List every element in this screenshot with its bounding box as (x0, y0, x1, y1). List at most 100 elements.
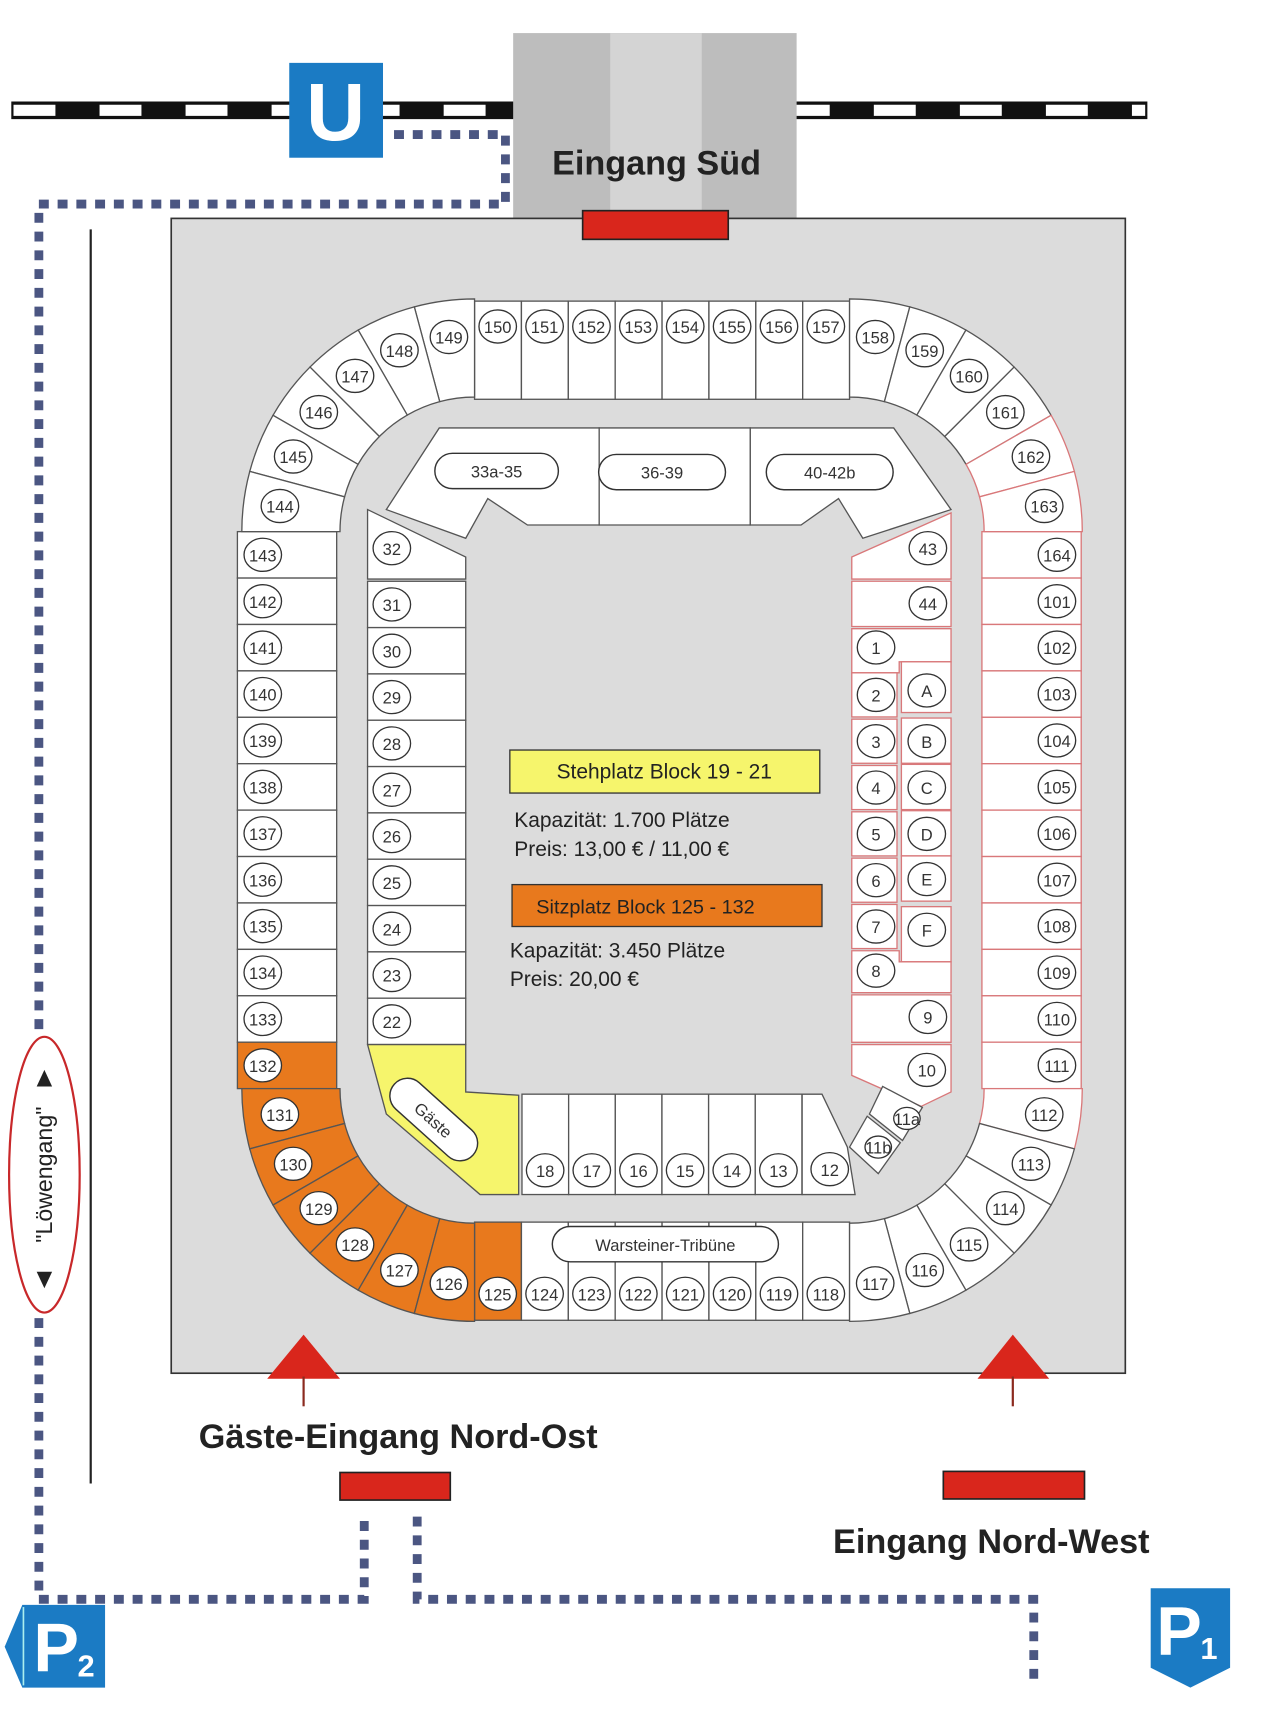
seat-block-15[interactable]: 15 (661, 1093, 710, 1196)
seat-block-157[interactable]: 157 (802, 300, 851, 400)
seat-block-154[interactable]: 154 (661, 300, 710, 400)
seat-block-29[interactable]: 29 (366, 673, 467, 721)
seat-block-24[interactable]: 24 (366, 904, 467, 953)
seat-block-148[interactable]: 148 (357, 306, 441, 417)
seat-block-43[interactable]: 43 (851, 511, 952, 580)
seat-block-22[interactable]: 22 (366, 997, 467, 1046)
guest-block[interactable]: Gäste (366, 1043, 520, 1196)
seat-block-16[interactable]: 16 (614, 1093, 663, 1196)
seat-block-159[interactable]: 159 (883, 306, 967, 417)
seat-block-144[interactable]: 144 (241, 470, 346, 533)
seat-block-3[interactable]: 3 (851, 718, 898, 764)
seat-block-4[interactable]: 4 (851, 764, 898, 811)
seat-block-30[interactable]: 30 (366, 626, 467, 675)
seat-block-130[interactable]: 130 (248, 1122, 359, 1206)
seat-block-110[interactable]: 110 (981, 995, 1082, 1043)
seat-block-145[interactable]: 145 (248, 414, 359, 498)
seat-block-9[interactable]: 9 (851, 994, 952, 1043)
seat-block-158[interactable]: 158 (848, 298, 911, 403)
seat-block-139[interactable]: 139 (236, 716, 338, 765)
seat-block-132[interactable]: 132 (236, 1041, 338, 1090)
block-label-circle (856, 953, 896, 988)
block-label-circle (856, 770, 896, 805)
seat-block-13[interactable]: 13 (754, 1093, 803, 1196)
seat-block-104[interactable]: 104 (981, 716, 1082, 765)
seat-block-12[interactable]: 12 (801, 1093, 856, 1196)
seat-block-109[interactable]: 109 (981, 948, 1082, 997)
seat-block-140[interactable]: 140 (236, 670, 338, 718)
seat-block-23[interactable]: 23 (366, 951, 467, 999)
seat-block-26[interactable]: 26 (366, 812, 467, 860)
seat-block-25[interactable]: 25 (366, 858, 467, 907)
seat-block-105[interactable]: 105 (981, 763, 1082, 811)
seat-block-C[interactable]: C (900, 763, 952, 811)
seat-block-28[interactable]: 28 (366, 719, 467, 768)
block-number: 144 (266, 498, 294, 517)
seat-block-107[interactable]: 107 (981, 855, 1082, 904)
seat-block-40-42b[interactable]: 40-42b (749, 427, 953, 540)
seat-block-7[interactable]: 7 (851, 903, 898, 950)
seat-block-F[interactable]: F (900, 905, 952, 963)
seat-block-151[interactable]: 151 (520, 300, 569, 400)
seat-block-164[interactable]: 164 (981, 530, 1082, 579)
seat-block-134[interactable]: 134 (236, 948, 338, 997)
seat-block-27[interactable]: 27 (366, 765, 467, 814)
seat-block-10[interactable]: 10 (851, 1043, 952, 1108)
seat-block-128[interactable]: 128 (309, 1182, 409, 1292)
seat-block-17[interactable]: 17 (567, 1093, 616, 1196)
seat-block-155[interactable]: 155 (708, 300, 757, 400)
seat-block-146[interactable]: 146 (272, 366, 381, 466)
seat-block-6[interactable]: 6 (851, 857, 898, 903)
seat-block-106[interactable]: 106 (981, 809, 1082, 858)
block-number: 152 (578, 318, 606, 337)
seat-block-142[interactable]: 142 (236, 577, 338, 626)
seat-block-2[interactable]: 2 (851, 672, 898, 718)
seat-block-32[interactable]: 32 (366, 508, 467, 580)
seat-block-11a[interactable]: 11a (868, 1085, 924, 1142)
seat-block-136[interactable]: 136 (236, 855, 338, 904)
seat-block-33a-35[interactable]: 33a-35 (385, 427, 600, 540)
seat-block-E[interactable]: E (900, 855, 952, 902)
seat-block-101[interactable]: 101 (981, 577, 1082, 626)
seat-block-141[interactable]: 141 (236, 623, 338, 672)
block-number: 10 (918, 1062, 936, 1081)
block-number: 132 (249, 1057, 277, 1076)
seat-block-124[interactable]: 124 (520, 1221, 569, 1321)
block-label-circle (1037, 908, 1077, 944)
seat-block-8[interactable]: 8 (851, 950, 952, 994)
seat-block-D[interactable]: D (900, 810, 952, 857)
seat-block-135[interactable]: 135 (236, 902, 338, 951)
block-label-circle (243, 908, 283, 944)
seat-block-B[interactable]: B (900, 717, 952, 764)
seat-block-153[interactable]: 153 (614, 300, 663, 400)
block-label-circle (260, 1097, 300, 1132)
seat-block-127[interactable]: 127 (357, 1204, 441, 1315)
seat-block-108[interactable]: 108 (981, 902, 1082, 951)
seat-block-118[interactable]: 118 (802, 1221, 851, 1321)
seat-block-14[interactable]: 14 (707, 1093, 756, 1196)
seat-block-116[interactable]: 116 (883, 1204, 967, 1315)
seat-block-5[interactable]: 5 (851, 811, 898, 857)
seat-block-137[interactable]: 137 (236, 809, 338, 858)
seat-block-152[interactable]: 152 (567, 300, 616, 400)
seat-block-163[interactable]: 163 (978, 470, 1083, 533)
seat-block-143[interactable]: 143 (236, 530, 338, 579)
seat-block-102[interactable]: 102 (981, 623, 1082, 672)
block-number: 117 (862, 1275, 888, 1294)
seat-block-11b[interactable]: 11b (848, 1115, 902, 1175)
seat-block-161[interactable]: 161 (943, 366, 1053, 466)
seat-block-44[interactable]: 44 (851, 580, 952, 628)
seat-block-A[interactable]: A (900, 661, 952, 714)
seat-block-31[interactable]: 31 (366, 580, 467, 629)
seat-block-117[interactable]: 117 (848, 1217, 911, 1323)
seat-block-103[interactable]: 103 (981, 670, 1082, 718)
seat-block-150[interactable]: 150 (473, 300, 523, 400)
seat-block-111[interactable]: 111 (981, 1041, 1082, 1090)
seat-block-133[interactable]: 133 (236, 995, 338, 1043)
seat-block-138[interactable]: 138 (236, 763, 338, 811)
seat-block-125[interactable]: 125 (473, 1221, 523, 1321)
seat-block-156[interactable]: 156 (755, 300, 804, 400)
seat-block-18[interactable]: 18 (521, 1093, 570, 1196)
seat-block-36-39[interactable]: 36-39 (597, 427, 751, 526)
seat-block-126[interactable]: 126 (413, 1217, 476, 1323)
